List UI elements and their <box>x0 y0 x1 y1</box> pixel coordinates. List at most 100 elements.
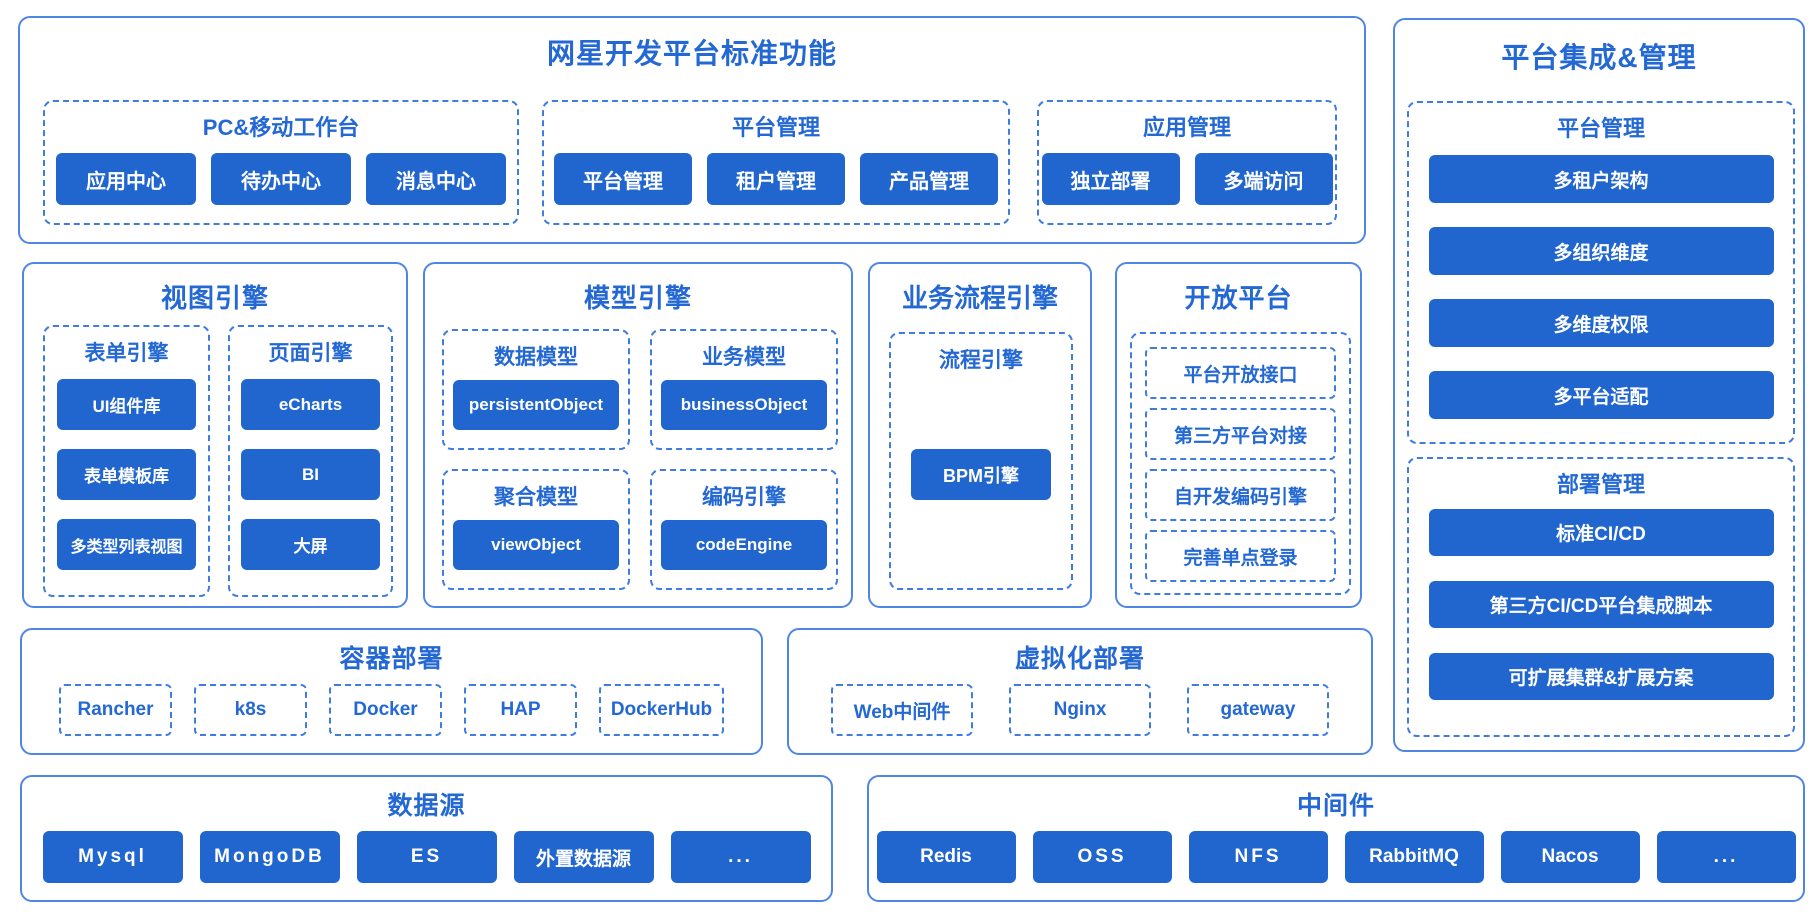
node-datasource-more: ... <box>670 831 811 883</box>
virtualization-deploy-title: 虚拟化部署 <box>1014 645 1145 673</box>
node-k8s: k8s <box>194 684 307 736</box>
group-title: 编码引擎 <box>702 486 786 509</box>
node-stack: 平台开放接口 第三方平台对接 自开发编码引擎 完善单点登录 <box>1132 347 1349 582</box>
container-deploy-title: 容器部署 <box>339 645 444 673</box>
view-engine-title: 视图引擎 <box>160 283 269 313</box>
group-page-engine: 页面引擎 eCharts BI 大屏 <box>228 325 393 597</box>
group-deploy-mgmt: 部署管理 标准CI/CD 第三方CI/CD平台集成脚本 可扩展集群&扩展方案 <box>1407 457 1795 737</box>
group-title: 部署管理 <box>1556 472 1645 497</box>
node-mongodb: MongoDB <box>199 831 340 883</box>
node-tenant-mgmt: 租户管理 <box>707 153 845 205</box>
node-multi-dimension-permission: 多维度权限 <box>1428 299 1774 347</box>
panel-open-platform: 开放平台 平台开放接口 第三方平台对接 自开发编码引擎 完善单点登录 <box>1115 262 1362 608</box>
node-stack: UI组件库 表单模板库 多类型列表视图 <box>45 379 208 570</box>
node-big-screen: 大屏 <box>241 519 380 570</box>
group-aggregate-model: 聚合模型 viewObject <box>442 469 630 590</box>
node-hap: HAP <box>464 684 577 736</box>
node-middleware-more: ... <box>1656 831 1796 883</box>
group-app-management: 应用管理 独立部署 多端访问 <box>1037 100 1337 225</box>
node-row: Mysql MongoDB ES 外置数据源 ... <box>22 831 831 883</box>
node-docker: Docker <box>329 684 442 736</box>
group-process-engine: 流程引擎 BPM引擎 <box>889 332 1073 590</box>
node-row: Rancher k8s Docker HAP DockerHub <box>22 684 761 736</box>
node-multi-tenant-arch: 多租户架构 <box>1428 155 1774 203</box>
node-row: 应用中心 待办中心 消息中心 <box>45 153 517 205</box>
panel-virtualization-deploy: 虚拟化部署 Web中间件 Nginx gateway <box>787 628 1373 755</box>
group-form-engine: 表单引擎 UI组件库 表单模板库 多类型列表视图 <box>43 325 210 597</box>
group-title: 平台管理 <box>1556 116 1645 141</box>
node-third-party-cicd-script: 第三方CI/CD平台集成脚本 <box>1428 581 1774 628</box>
platform-integration-title: 平台集成&管理 <box>1501 42 1697 73</box>
panel-view-engine: 视图引擎 表单引擎 UI组件库 表单模板库 多类型列表视图 页面引擎 eChar… <box>22 262 408 608</box>
open-platform-title: 开放平台 <box>1184 283 1293 313</box>
node-form-template-lib: 表单模板库 <box>57 449 196 500</box>
group-data-model: 数据模型 persistentObject <box>442 329 630 450</box>
node-nacos: Nacos <box>1500 831 1640 883</box>
group-title: 页面引擎 <box>268 342 353 365</box>
node-row: 平台管理 租户管理 产品管理 <box>544 153 1008 205</box>
group-code-engine: 编码引擎 codeEngine <box>650 469 838 590</box>
node-app-center: 应用中心 <box>56 153 196 205</box>
node-bi: BI <box>241 449 380 500</box>
node-self-dev-code-engine: 自开发编码引擎 <box>1145 469 1336 521</box>
group-title: PC&移动工作台 <box>202 115 360 140</box>
node-platform-mgmt: 平台管理 <box>554 153 692 205</box>
node-rabbitmq: RabbitMQ <box>1344 831 1484 883</box>
node-multi-platform-adapt: 多平台适配 <box>1428 371 1774 419</box>
node-view-object: viewObject <box>453 520 619 570</box>
node-redis: Redis <box>876 831 1016 883</box>
panel-datasource: 数据源 Mysql MongoDB ES 外置数据源 ... <box>20 775 833 902</box>
node-row: Redis OSS NFS RabbitMQ Nacos ... <box>869 831 1803 883</box>
panel-middleware: 中间件 Redis OSS NFS RabbitMQ Nacos ... <box>867 775 1805 902</box>
node-bpm-engine: BPM引擎 <box>911 449 1051 500</box>
panel-model-engine: 模型引擎 数据模型 persistentObject 业务模型 business… <box>423 262 853 608</box>
node-multi-type-list-view: 多类型列表视图 <box>57 519 196 570</box>
node-nfs: NFS <box>1188 831 1328 883</box>
group-title: 应用管理 <box>1142 115 1231 140</box>
node-multi-terminal-access: 多端访问 <box>1194 153 1333 205</box>
node-mysql: Mysql <box>42 831 183 883</box>
node-message-center: 消息中心 <box>366 153 506 205</box>
model-engine-title: 模型引擎 <box>583 283 692 313</box>
node-oss: OSS <box>1032 831 1172 883</box>
group-title: 聚合模型 <box>494 486 578 509</box>
group-pc-mobile-workbench: PC&移动工作台 应用中心 待办中心 消息中心 <box>43 100 519 225</box>
node-stack: 多租户架构 多组织维度 多维度权限 多平台适配 <box>1409 155 1793 419</box>
node-dockerhub: DockerHub <box>599 684 724 736</box>
node-es: ES <box>356 831 497 883</box>
node-echarts: eCharts <box>241 379 380 430</box>
node-nginx: Nginx <box>1009 684 1151 736</box>
node-platform-open-api: 平台开放接口 <box>1145 347 1336 399</box>
bpm-panel-title: 业务流程引擎 <box>901 283 1058 313</box>
node-web-middleware: Web中间件 <box>831 684 973 736</box>
node-product-mgmt: 产品管理 <box>860 153 998 205</box>
node-gateway: gateway <box>1187 684 1329 736</box>
group-platform-management: 平台管理 平台管理 租户管理 产品管理 <box>542 100 1010 225</box>
group-open-platform-items: 平台开放接口 第三方平台对接 自开发编码引擎 完善单点登录 <box>1130 332 1351 595</box>
node-persistent-object: persistentObject <box>453 380 619 430</box>
group-business-model: 业务模型 businessObject <box>650 329 838 450</box>
node-business-object: businessObject <box>661 380 827 430</box>
group-title: 平台管理 <box>731 115 820 140</box>
node-third-party-platform-connect: 第三方平台对接 <box>1145 408 1336 460</box>
panel-standard-functions: 网星开发平台标准功能 PC&移动工作台 应用中心 待办中心 消息中心 平台管理 … <box>18 16 1366 244</box>
node-stack: eCharts BI 大屏 <box>230 379 391 570</box>
standard-functions-title: 网星开发平台标准功能 <box>546 38 837 69</box>
node-row: Web中间件 Nginx gateway <box>789 684 1371 736</box>
panel-container-deploy: 容器部署 Rancher k8s Docker HAP DockerHub <box>20 628 763 755</box>
panel-platform-integration: 平台集成&管理 平台管理 多租户架构 多组织维度 多维度权限 多平台适配 部署管… <box>1393 18 1805 752</box>
node-row: 独立部署 多端访问 <box>1039 153 1335 205</box>
panel-bpm-engine: 业务流程引擎 流程引擎 BPM引擎 <box>868 262 1092 608</box>
node-code-engine: codeEngine <box>661 520 827 570</box>
node-standard-cicd: 标准CI/CD <box>1428 509 1774 556</box>
node-rancher: Rancher <box>59 684 172 736</box>
group-title: 数据模型 <box>494 346 578 369</box>
group-title: 表单引擎 <box>84 342 169 365</box>
node-stack: 标准CI/CD 第三方CI/CD平台集成脚本 可扩展集群&扩展方案 <box>1409 509 1793 700</box>
datasource-title: 数据源 <box>387 792 466 820</box>
node-todo-center: 待办中心 <box>211 153 351 205</box>
node-scalable-cluster: 可扩展集群&扩展方案 <box>1428 653 1774 700</box>
group-integration-platform-mgmt: 平台管理 多租户架构 多组织维度 多维度权限 多平台适配 <box>1407 101 1795 444</box>
node-standalone-deploy: 独立部署 <box>1041 153 1180 205</box>
